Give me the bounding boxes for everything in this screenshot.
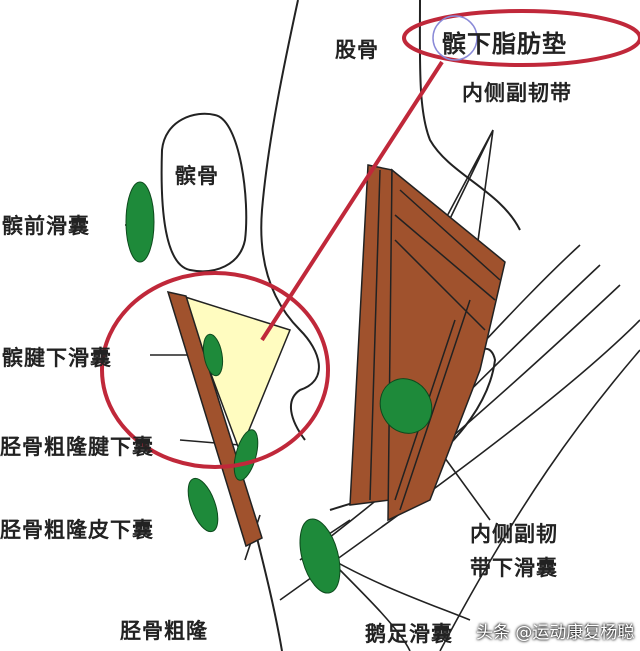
- label-mcl-bursa-line1: 内侧副韧: [470, 522, 558, 546]
- infrapatellar-bursa-shape: [202, 333, 224, 377]
- mcl-bursa-shape: [379, 378, 433, 434]
- highlight-circle-knee: [100, 271, 330, 469]
- label-femur: 股骨: [335, 38, 379, 62]
- deep-tibial-bursa-shape: [233, 429, 259, 481]
- label-infrapatellar-fat-pad: 髌下脂肪垫: [442, 30, 567, 58]
- label-tibial-tuberosity: 胫骨粗隆: [120, 619, 208, 643]
- label-medial-collateral-ligament: 内侧副韧带: [462, 81, 572, 105]
- patellar-tendon: [166, 290, 263, 548]
- label-infrapatellar-bursa: 髌腱下滑囊: [2, 346, 112, 370]
- label-deep-tibial-tuberosity-bursa: 胫骨粗隆腱下囊: [0, 435, 154, 459]
- label-prepatellar-bursa: 髌前滑囊: [2, 214, 90, 238]
- highlight-connector: [260, 60, 444, 342]
- mcl-fiber-lines: [369, 169, 501, 511]
- highlight-marks: [100, 9, 640, 469]
- pes-anserine-bursa-shape: [299, 518, 341, 594]
- femur-outline-left: [260, 0, 320, 441]
- label-subcutaneous-tibial-tuberosity-bursa: 胫骨粗隆皮下囊: [0, 518, 154, 542]
- tendon-line: [439, 349, 640, 651]
- patella-outline: [160, 112, 248, 273]
- tibia-outline: [254, 529, 283, 651]
- subcutaneous-tibial-bursa-shape: [187, 477, 219, 533]
- label-mcl-bursa-line2: 带下滑囊: [470, 556, 558, 580]
- highlight-ellipse-label: [402, 9, 640, 67]
- highlight-small-circle: [432, 15, 478, 61]
- label-patella: 髌骨: [175, 164, 219, 188]
- bursae: [125, 181, 433, 594]
- label-pes-anserine-bursa: 鹅足滑囊: [365, 622, 453, 646]
- prepatellar-bursa-shape: [125, 181, 155, 263]
- watermark: 头条 @运动康复杨聪: [476, 623, 635, 643]
- tendon-line: [329, 559, 411, 651]
- tendon-line: [299, 284, 621, 561]
- medial-collateral-ligament: [349, 164, 506, 522]
